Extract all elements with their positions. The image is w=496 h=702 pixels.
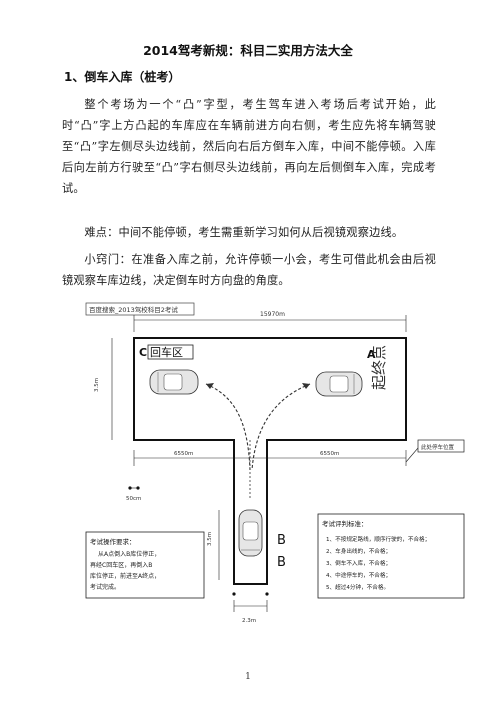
dim-right-half-label: 6550m xyxy=(320,451,339,457)
page-number: 1 xyxy=(245,672,251,682)
evaluation-title: 考试评判标准： xyxy=(322,519,368,528)
marker-dot xyxy=(128,486,132,490)
car-garage-icon xyxy=(238,509,263,557)
path-left-to-garage xyxy=(205,383,251,471)
requirements-line: 考试完成。 xyxy=(90,583,120,591)
dim-gap-label: 50cm xyxy=(126,496,141,502)
arrowhead xyxy=(302,383,310,389)
evaluation-line: 4、中途停车的，不合格； xyxy=(326,571,391,579)
dim-garage-depth-label: 3.5m xyxy=(207,532,213,546)
requirements-line: 再经C回车区，再倒入B xyxy=(90,561,152,569)
dim-garage-width-label: 2.3m xyxy=(242,618,256,624)
requirements-line: 从A点倒入B库位停正， xyxy=(98,550,160,558)
requirements-line: 库位停正，前进至A终点， xyxy=(90,572,160,580)
paragraph-tip: 小窍门：在准备入库之前，允许停顿一小会，考生可借此机会由后视镜观察车库边线，决定… xyxy=(62,253,436,287)
callout-text: 此处停车位置 xyxy=(421,443,455,451)
label-b-upper: B xyxy=(277,533,286,548)
course-outline xyxy=(133,337,407,585)
watermark-text: 百度搜索_2013驾校科目2考试 xyxy=(89,305,178,314)
requirements-box xyxy=(85,531,205,599)
callout-box xyxy=(417,439,465,453)
requirements-title: 考试操作要求： xyxy=(90,537,136,546)
car-right-icon xyxy=(315,371,363,397)
label-b-lower: B xyxy=(277,555,286,570)
arrowhead xyxy=(206,383,214,389)
evaluation-line: 3、倒车不入库，不合格； xyxy=(326,559,391,567)
page-title: 2014驾考新规：科目二实用方法大全 xyxy=(143,43,353,58)
dim-left-half-label: 6550m xyxy=(174,451,193,457)
dim-side-label: 3.5m xyxy=(94,378,100,392)
dim-top-label: 15970m xyxy=(260,311,285,318)
paragraph-difficulty: 难点：中间不能停顿，考生需重新学习如何从后视镜观察边线。 xyxy=(84,226,404,239)
label-c: C xyxy=(139,346,147,359)
evaluation-line: 2、车身出线的，不合格； xyxy=(326,547,391,555)
evaluation-line: 1、不按规定路线，顺序行驶的，不合格； xyxy=(326,535,430,543)
marker-dot xyxy=(136,486,140,490)
car-left-icon xyxy=(149,369,199,395)
return-area-box xyxy=(147,344,194,360)
evaluation-box xyxy=(317,513,465,599)
paragraph-exam-layout: 整个考场为一个“凸”字型，考生驾车进入考场后考试开始，此时“凸”字上方凸起的车库… xyxy=(62,98,436,195)
callout-leader xyxy=(405,447,419,463)
parking-diagram: 百度搜索_2013驾校科目2考试 15970m 3.5m C 回车区 A 起终点 xyxy=(85,302,465,624)
marker-dot xyxy=(232,592,236,596)
watermark-box xyxy=(85,302,195,316)
label-return-area: 回车区 xyxy=(150,345,183,359)
evaluation-line: 5、超过4分钟，不合格。 xyxy=(326,583,389,591)
path-right-to-garage xyxy=(251,383,311,471)
marker-dot xyxy=(265,592,269,596)
label-a: A xyxy=(367,348,376,361)
label-start-end: 起终点 xyxy=(370,345,388,390)
section-heading: 1、倒车入库（桩考） xyxy=(64,70,181,84)
